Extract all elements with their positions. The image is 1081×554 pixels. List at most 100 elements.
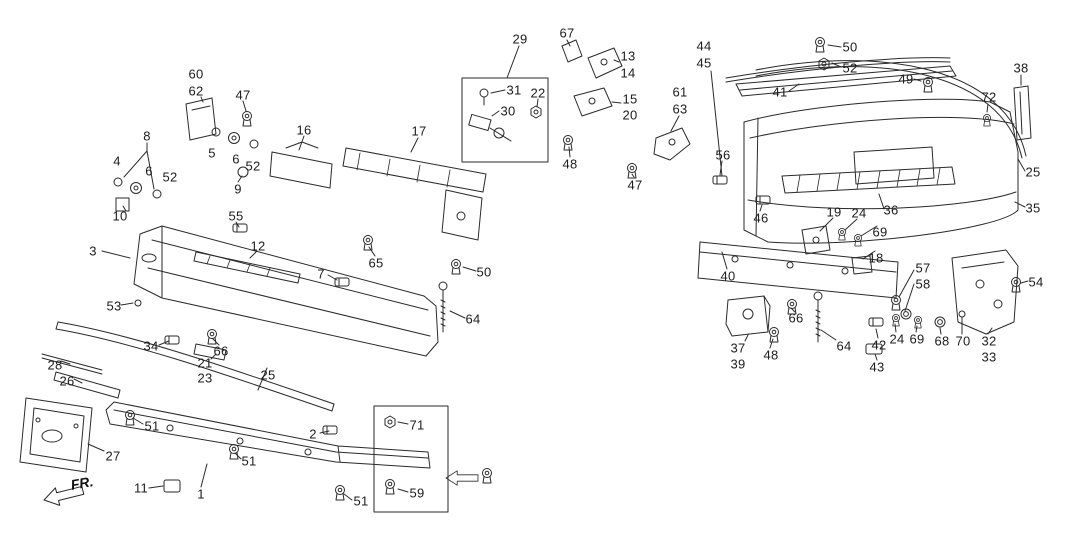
part-callout-26: 26	[59, 373, 75, 389]
part-callout-29: 29	[512, 31, 528, 47]
part-callout-68: 68	[934, 333, 950, 349]
part-callout-33: 33	[981, 349, 997, 365]
part-callout-49: 49	[898, 71, 914, 87]
part-callout-53: 53	[106, 298, 122, 314]
part-callout-11: 11	[133, 480, 149, 496]
part-callout-52: 52	[842, 60, 858, 76]
part-callout-70: 70	[955, 333, 971, 349]
part-callout-16: 16	[296, 122, 312, 138]
part-callout-7: 7	[317, 266, 325, 282]
part-callout-39: 39	[730, 356, 746, 372]
part-callout-50: 50	[842, 39, 858, 55]
part-callout-19: 19	[826, 204, 842, 220]
leader-lines	[60, 39, 1029, 501]
part-callout-62: 62	[188, 83, 204, 99]
part-rear-mount-bracket	[725, 291, 823, 343]
part-callout-18: 18	[868, 250, 884, 266]
part-callout-28: 28	[47, 357, 63, 373]
part-detail-box	[461, 77, 549, 163]
rear-view-direction-arrow	[445, 468, 492, 486]
part-rear-brackets	[627, 37, 1032, 320]
part-callout-46: 46	[753, 210, 769, 226]
hardware-fasteners-left	[113, 111, 461, 501]
part-callout-3: 3	[89, 243, 97, 259]
part-callout-50: 50	[476, 264, 492, 280]
part-callout-1: 1	[197, 486, 205, 502]
part-callout-36: 36	[883, 202, 899, 218]
part-front-beam	[342, 147, 487, 241]
part-callout-66: 66	[213, 343, 229, 359]
part-callout-42: 42	[871, 337, 887, 353]
part-callout-27: 27	[105, 448, 121, 464]
part-callout-64: 64	[465, 311, 481, 327]
part-callout-32: 32	[981, 333, 997, 349]
part-callout-38: 38	[1013, 60, 1029, 76]
part-callout-63: 63	[672, 101, 688, 117]
part-callout-31: 31	[506, 82, 522, 98]
part-license-area	[19, 353, 121, 473]
part-callout-58: 58	[915, 276, 931, 292]
part-callout-30: 30	[500, 103, 516, 119]
part-callout-55: 55	[228, 208, 244, 224]
part-callout-12: 12	[250, 238, 266, 254]
part-callout-44: 44	[696, 38, 712, 54]
part-callout-51: 51	[144, 418, 160, 434]
part-callout-25: 25	[260, 367, 276, 383]
part-callout-23: 23	[197, 370, 213, 386]
part-callout-14: 14	[620, 65, 636, 81]
part-upper-rail	[269, 141, 333, 189]
part-rear-side-molding	[755, 60, 1027, 159]
hardware-row-right	[865, 310, 966, 355]
part-callout-37: 37	[730, 340, 746, 356]
part-callout-51: 51	[241, 453, 257, 469]
part-callout-45: 45	[696, 55, 712, 71]
part-callout-34: 34	[143, 338, 159, 354]
part-lower-valance	[105, 401, 431, 469]
part-callout-24: 24	[889, 331, 905, 347]
part-rear-upper-garnish	[725, 57, 957, 97]
part-callout-41: 41	[772, 84, 788, 100]
part-rear-stiffener	[781, 166, 956, 194]
part-rear-side-spacer	[951, 249, 1021, 335]
part-callout-72: 72	[981, 89, 997, 105]
part-callout-60: 60	[188, 66, 204, 82]
part-callout-64: 64	[836, 338, 852, 354]
part-front-bumper-face	[133, 225, 439, 357]
part-callout-59: 59	[409, 485, 425, 501]
part-callout-43: 43	[869, 359, 885, 375]
part-side-brackets-top	[561, 39, 623, 151]
part-callout-4: 4	[113, 153, 121, 169]
part-callout-56: 56	[715, 147, 731, 163]
part-callout-66: 66	[788, 310, 804, 326]
part-callout-8: 8	[143, 128, 151, 144]
part-callout-57: 57	[915, 260, 931, 276]
part-callout-69: 69	[909, 331, 925, 347]
part-callout-52: 52	[162, 169, 178, 185]
part-callout-47: 47	[627, 177, 643, 193]
part-callout-17: 17	[411, 123, 427, 139]
part-callout-13: 13	[620, 48, 636, 64]
part-callout-71: 71	[409, 417, 425, 433]
part-callout-6: 6	[145, 163, 153, 179]
part-callout-24: 24	[851, 205, 867, 221]
part-callout-6: 6	[232, 151, 240, 167]
part-side-molding	[55, 321, 335, 412]
hardware-box-bottom	[373, 405, 449, 513]
part-callout-54: 54	[1028, 274, 1044, 290]
part-callout-61: 61	[672, 84, 688, 100]
part-callout-15: 15	[622, 91, 638, 107]
part-callout-20: 20	[622, 107, 638, 123]
part-callout-21: 21	[197, 355, 213, 371]
part-callout-48: 48	[763, 347, 779, 363]
part-callout-25: 25	[1025, 164, 1041, 180]
part-corner-bracket	[185, 97, 217, 141]
part-callout-52: 52	[245, 158, 261, 174]
part-callout-47: 47	[235, 87, 251, 103]
part-callout-35: 35	[1025, 200, 1041, 216]
part-callout-2: 2	[309, 426, 317, 442]
part-callout-48: 48	[562, 156, 578, 172]
part-callout-10: 10	[112, 208, 128, 224]
part-callout-51: 51	[353, 493, 369, 509]
